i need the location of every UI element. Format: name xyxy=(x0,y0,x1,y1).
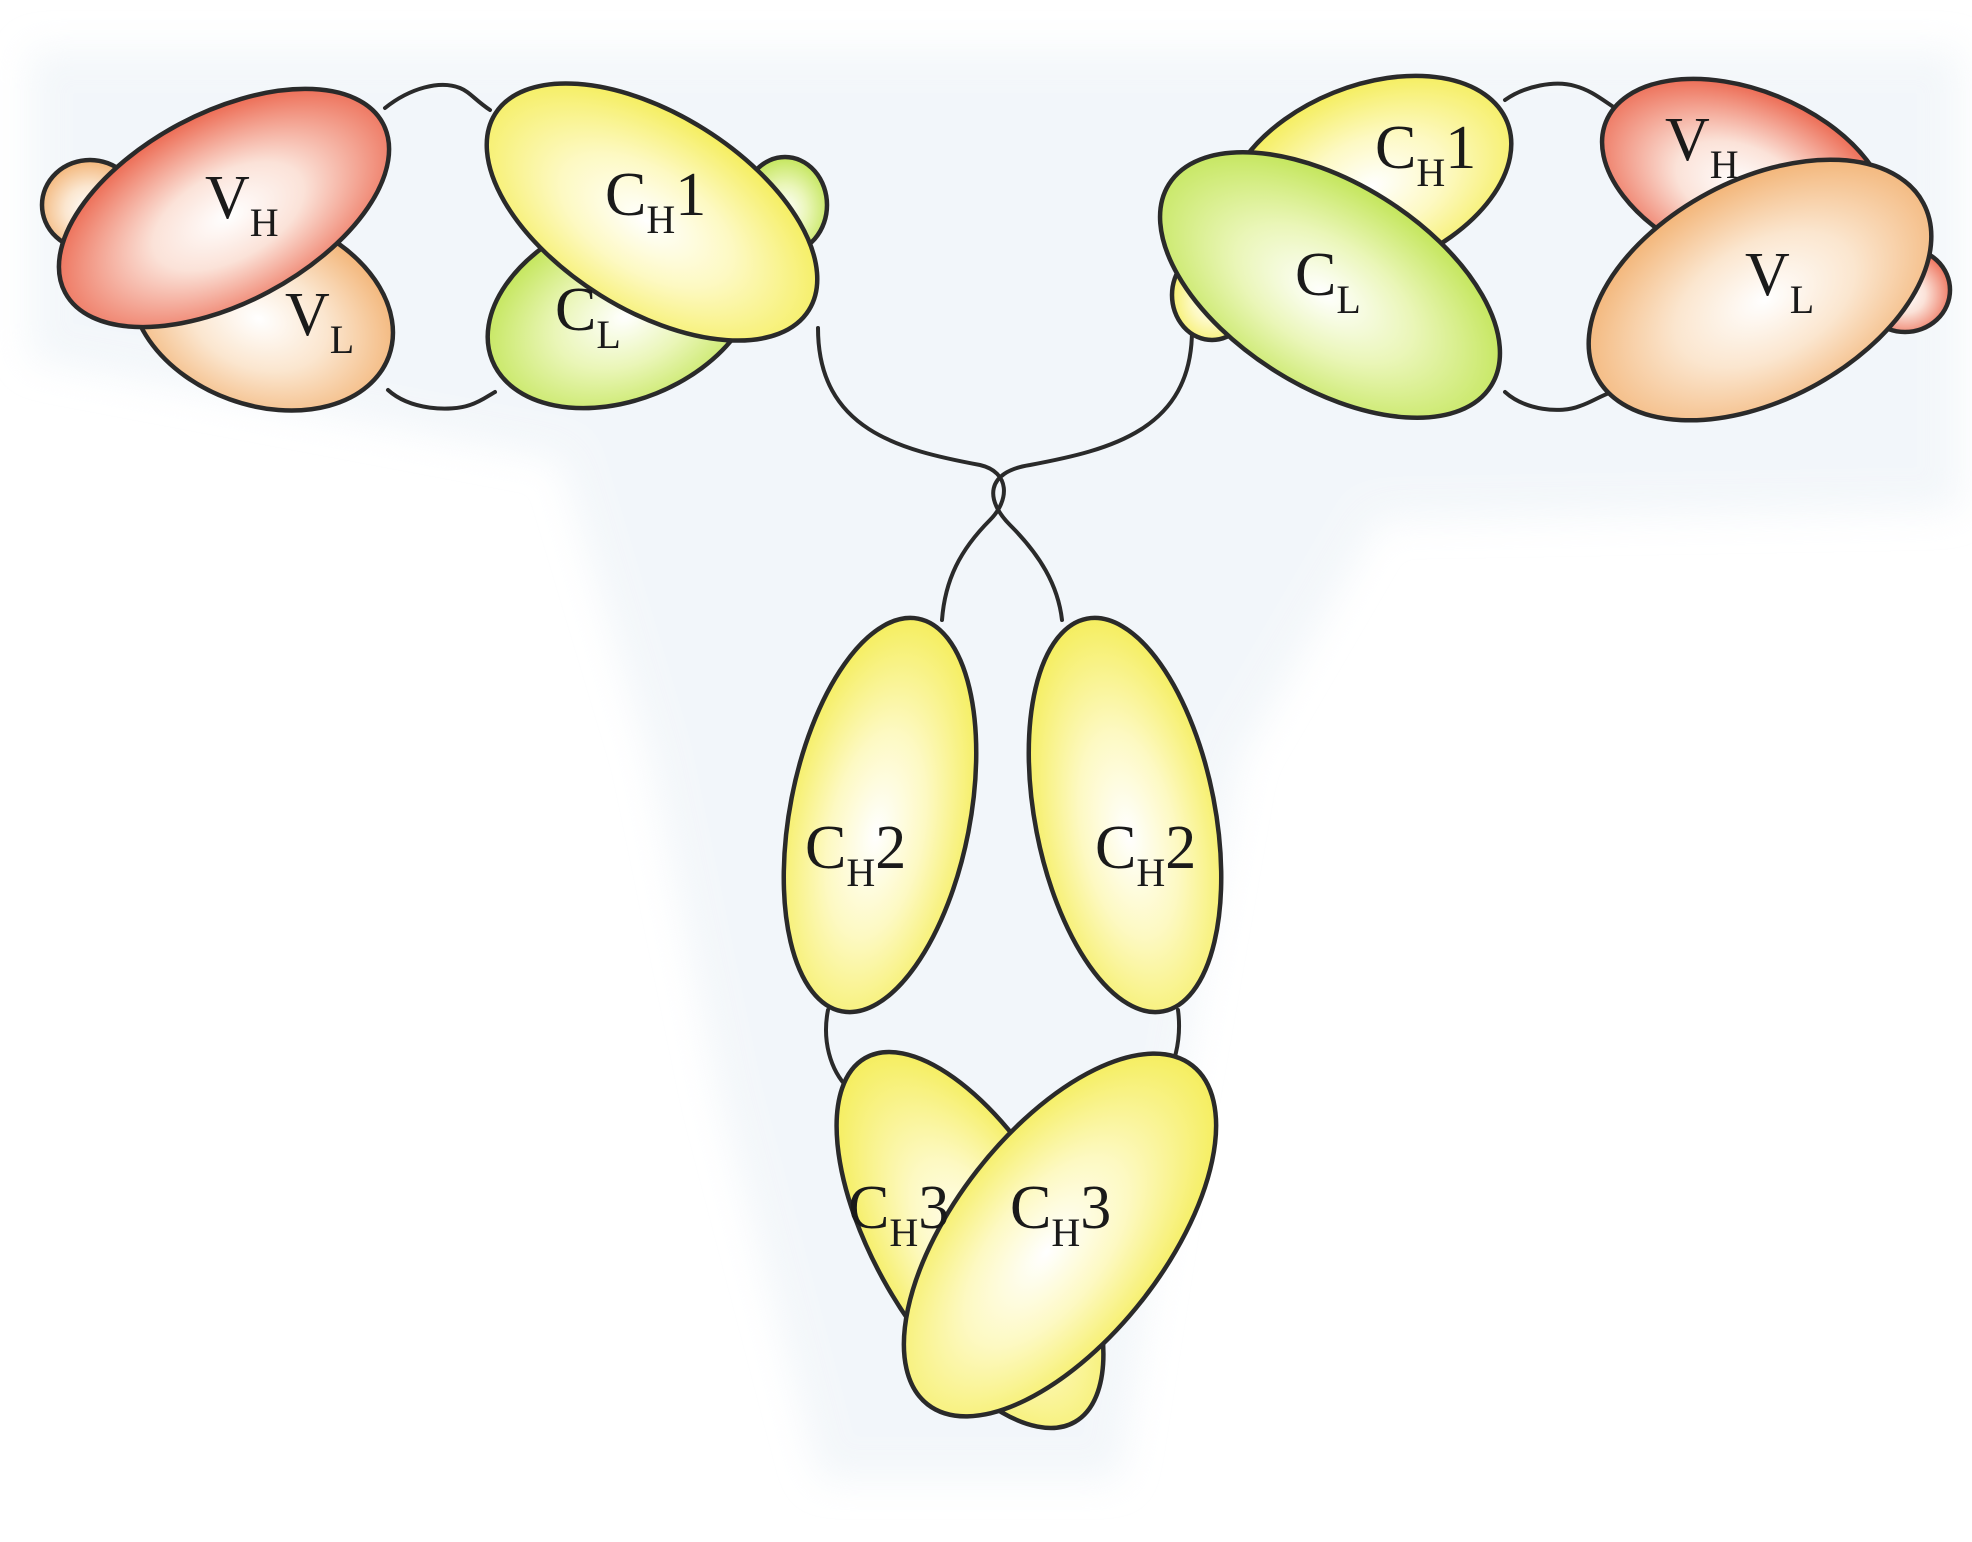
right-cl-vl-linker xyxy=(1503,390,1614,412)
right-hinge xyxy=(991,328,1194,622)
right-vl-domain xyxy=(1586,157,1934,423)
left-ch2-domain xyxy=(781,615,979,1015)
left-vh-label: VH xyxy=(205,164,279,245)
right-fab-arm xyxy=(1157,73,1953,423)
right-vl-label: VL xyxy=(1745,241,1814,322)
right-ch2-label: CH2 xyxy=(1095,814,1196,895)
left-vh-domain xyxy=(56,86,392,330)
left-vh-ch1-linker xyxy=(383,83,492,112)
left-vl-label: VL xyxy=(285,281,354,362)
domain-labels: VH VL CH1 CL CH1 CL VH VL CH2 xyxy=(205,106,1814,1255)
left-ch3-label: CH3 xyxy=(848,1174,949,1255)
left-cl-label: CL xyxy=(555,276,621,357)
right-ch3-domain xyxy=(901,1051,1219,1419)
right-ch3-label: CH3 xyxy=(1010,1174,1111,1255)
right-cl-domain xyxy=(1157,150,1503,420)
right-cl-label: CL xyxy=(1295,241,1361,322)
right-ch2-domain xyxy=(1026,615,1224,1015)
right-ch1-label: CH1 xyxy=(1375,114,1476,195)
right-ch1-vh-linker xyxy=(1503,81,1617,110)
left-hinge xyxy=(816,326,1006,622)
left-vl-cl-linker xyxy=(386,388,497,411)
right-vh-label: VH xyxy=(1665,106,1739,187)
left-ch1-label: CH1 xyxy=(605,161,706,242)
background-halo xyxy=(30,50,1960,1480)
fc-region xyxy=(781,615,1224,1431)
left-ch1-domain xyxy=(484,81,820,343)
left-fab-arm xyxy=(39,81,830,413)
left-ch2-label: CH2 xyxy=(805,814,906,895)
hinge-linkers xyxy=(383,81,1617,1090)
